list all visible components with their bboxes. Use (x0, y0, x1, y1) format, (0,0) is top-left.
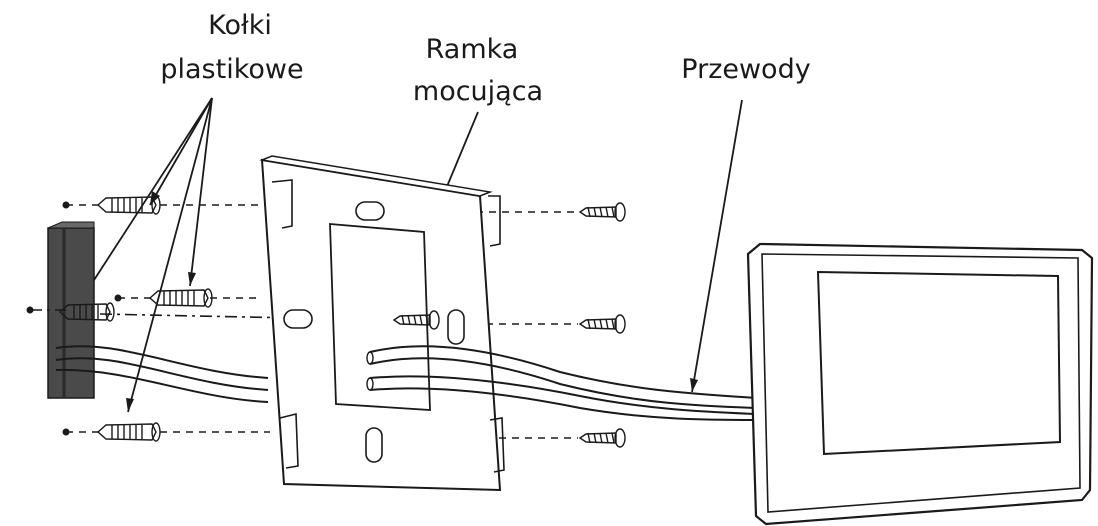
screw (392, 310, 440, 330)
wires-to-monitor (366, 345, 757, 421)
label-wall-plugs-line2: plastikowe (160, 54, 303, 85)
label-frame-line2: mocująca (413, 76, 543, 107)
label-wall-plugs-line1: Kołki (208, 10, 272, 41)
screw (578, 428, 626, 448)
wall-plug (58, 302, 115, 322)
wall-block (47, 221, 95, 399)
label-wires: Przewody (681, 54, 810, 85)
screw (578, 202, 626, 222)
monitor-screen (816, 270, 1062, 456)
label-frame-line1: Ramka (426, 34, 519, 65)
monitor (746, 242, 1094, 526)
wires-wall-side (55, 345, 269, 403)
screw (578, 314, 626, 334)
wall-plug (96, 422, 161, 442)
wall-plug (96, 195, 161, 215)
wall-plug (148, 288, 213, 308)
mounting-frame (259, 155, 505, 492)
